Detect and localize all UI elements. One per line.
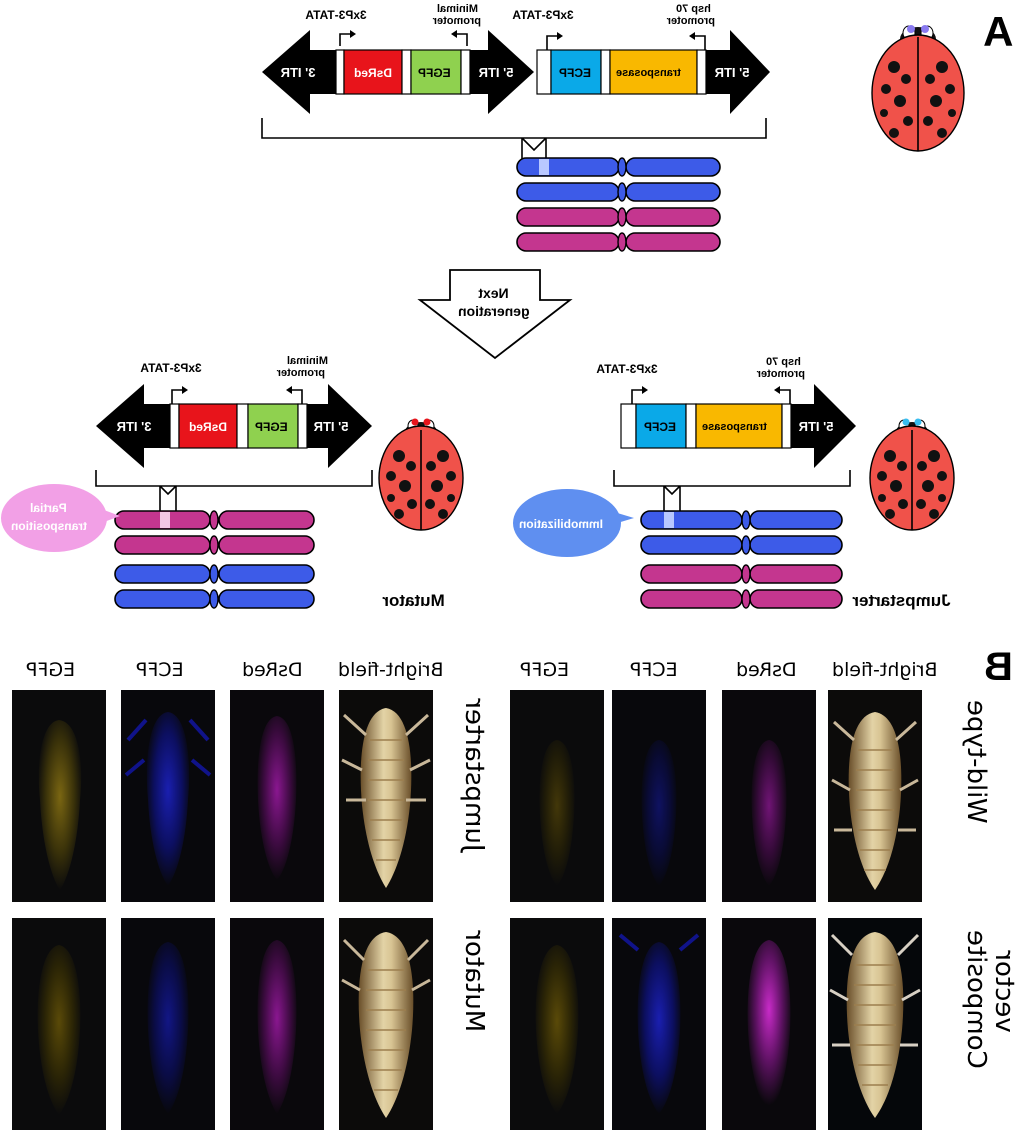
egfp-box (410, 49, 462, 95)
mutator-label: Mutator (382, 591, 445, 610)
image-tile (612, 918, 706, 1130)
itr5-right-label: 5' ITR (714, 65, 749, 80)
row-label-wild-type: Wild-type (961, 700, 991, 824)
itr5-left-label: 5' ITR (478, 65, 513, 80)
mutator-itr3-label: 3' ITR (116, 419, 151, 434)
image-tile (12, 918, 106, 1130)
image-tile (121, 690, 215, 902)
jumpstarter-label: Jumpstarter (852, 591, 951, 610)
col-header-left-ecfp: ECFP (136, 659, 184, 681)
partial-transposition-bubble: Partial transposition (1, 484, 120, 552)
label-minimal-promoter-1: Minimal (437, 3, 478, 15)
label-3xp3-tata-right: 3xP3-TATA (512, 8, 574, 22)
ecfp-label: ECFP (559, 66, 591, 80)
mutator-label-3xp3: 3xP3-TATA (140, 361, 202, 375)
itr5-right-arrow (706, 30, 770, 114)
jumpstarter-transposase-label: transposase (702, 421, 767, 433)
image-tile (510, 690, 604, 902)
jumpstarter-bracket (613, 470, 851, 512)
panel-b-letter: B (984, 645, 1013, 689)
col-header-right-dsred: DsRed (736, 659, 797, 681)
image-tile (612, 690, 706, 902)
row-label-vector: vector (989, 950, 1019, 1033)
row-label-jumpstarter: Jumpstarter (459, 698, 489, 854)
next-generation-arrow: Next generation (417, 269, 573, 360)
itr3-label: 3' ITR (280, 65, 315, 80)
jumpstarter-itr5-label: 5' ITR (798, 419, 833, 434)
image-tile (510, 918, 604, 1130)
jumpstarter-label-hsp-2: promoter (756, 368, 805, 380)
mutator-dsred-label: DsRed (189, 420, 227, 434)
image-tile (828, 918, 922, 1130)
itr5-left-arrow (470, 30, 534, 114)
image-tile (339, 690, 433, 902)
top-bracket (261, 118, 767, 162)
image-tile (230, 918, 324, 1130)
ladybug-icon-jumpstarter (869, 418, 955, 531)
col-header-right-ecfp: ECFP (630, 659, 678, 681)
jumpstarter-label-3xp3: 3xP3-TATA (596, 362, 658, 376)
col-header-right-egfp: EGFP (520, 659, 569, 681)
transposase-box (609, 49, 698, 95)
label-hsp70-1: hsp 70 (676, 3, 711, 15)
mutator-egfp-label: EGFP (255, 420, 288, 434)
bubble-partial-line2: transposition (11, 519, 87, 533)
panel-a-letter: A (983, 8, 1013, 55)
jumpstarter-label-hsp-1: hsp 70 (766, 356, 801, 368)
next-generation-line1: Next (478, 285, 509, 301)
ladybug-icon-top (871, 25, 965, 152)
dsred-label: DsRed (354, 66, 392, 80)
promoter-arrow-minimal (457, 33, 468, 46)
col-header-left-brightfield: Bright-field (338, 659, 444, 681)
top-construct-right: 3xP3-TATA hsp 70 promoter ECFP transposa… (512, 3, 770, 114)
col-header-right-brightfield: Bright-field (832, 659, 938, 681)
label-hsp70-2: promoter (666, 15, 715, 27)
image-tile (722, 918, 816, 1130)
bubble-immobilization: Immobilization (519, 517, 603, 531)
itr3-arrow (262, 30, 336, 114)
row-label-mutator: Mutator (459, 930, 489, 1032)
mutator-chromosomes (114, 510, 315, 609)
ecfp-box (550, 49, 602, 95)
image-tile (722, 690, 816, 902)
jumpstarter-construct: 3xP3-TATA hsp 70 promoter ECFP transposa… (596, 356, 856, 468)
mutator-itr5-label: 5' ITR (313, 419, 348, 434)
promoter-arrow-3xp3 (339, 33, 350, 46)
mutator-construct: 3xP3-TATA Minimal promoter 3' ITR DsRed … (96, 355, 372, 468)
image-tile (12, 690, 106, 902)
mutator-bracket (95, 470, 373, 512)
top-chromosomes (516, 157, 721, 252)
ladybug-icon-mutator (378, 418, 464, 531)
image-tile (121, 918, 215, 1130)
immobilization-bubble: Immobilization (513, 489, 634, 557)
mutator-label-minimal-2: promoter (276, 367, 325, 379)
mutator-label-minimal-1: Minimal (287, 355, 328, 367)
jumpstarter-chromosomes (640, 510, 843, 609)
image-tile (828, 690, 922, 902)
next-generation-line2: generation (458, 303, 530, 319)
row-label-composite: Composite (961, 930, 991, 1069)
label-3xp3-tata: 3xP3-TATA (305, 8, 367, 22)
image-tile (230, 690, 324, 902)
transposase-label: transposase (616, 67, 681, 79)
top-construct-left: 3xP3-TATA Minimal promoter 3' ITR DsRed … (262, 3, 534, 114)
col-header-left-dsred: DsRed (242, 659, 303, 681)
label-minimal-promoter-2: promoter (432, 15, 481, 27)
bubble-partial-line1: Partial (30, 501, 67, 515)
image-tile (339, 918, 433, 1130)
egfp-label: EGFP (418, 66, 451, 80)
col-header-left-egfp: EGFP (26, 659, 75, 681)
jumpstarter-ecfp-label: ECFP (644, 420, 676, 434)
